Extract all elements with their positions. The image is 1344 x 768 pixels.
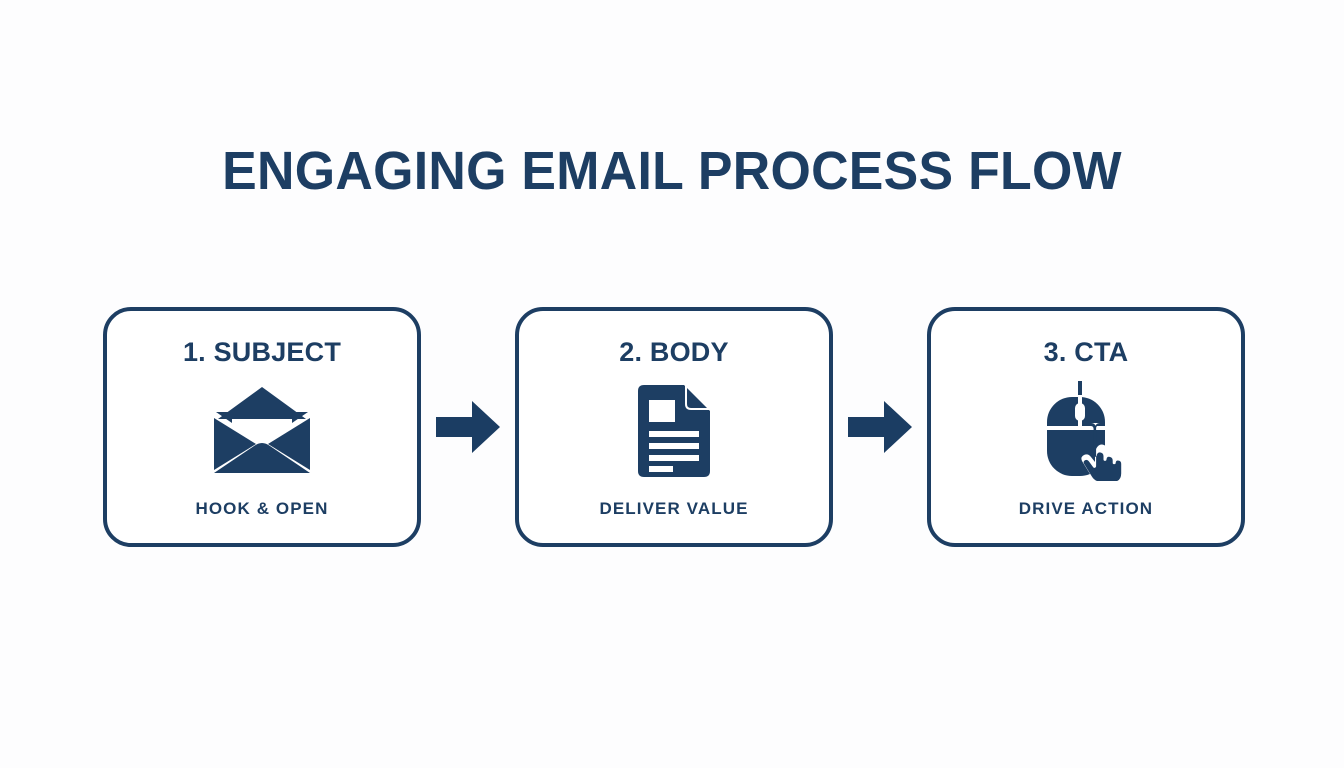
- mouse-click-hand-icon: [1047, 381, 1125, 486]
- document-page-icon: [638, 385, 710, 482]
- flow-step-body-icon-wrap: [533, 368, 815, 499]
- page-title: ENGAGING EMAIL PROCESS FLOW: [222, 141, 1122, 201]
- flow-step-cta-title: 3. CTA: [1043, 337, 1129, 367]
- flow-step-subject-icon-wrap: [121, 368, 403, 499]
- process-flow-row: 1. SUBJECT: [103, 307, 1245, 547]
- flow-step-cta[interactable]: 3. CTA: [927, 307, 1245, 547]
- arrow-right-icon: [436, 401, 500, 453]
- open-envelope-icon: [210, 385, 314, 482]
- flow-connector-2: [847, 400, 913, 454]
- flow-step-body-title: 2. BODY: [619, 337, 729, 367]
- arrow-right-icon: [848, 401, 912, 453]
- flow-step-cta-subtitle: DRIVE ACTION: [1018, 499, 1154, 518]
- flow-step-subject[interactable]: 1. SUBJECT: [103, 307, 421, 547]
- flow-step-subject-title: 1. SUBJECT: [182, 337, 342, 367]
- flow-step-body[interactable]: 2. BODY: [515, 307, 833, 547]
- flow-connector-1: [435, 400, 501, 454]
- flow-step-body-subtitle: DELIVER VALUE: [599, 499, 749, 518]
- flow-step-cta-icon-wrap: [945, 368, 1227, 499]
- flow-step-subject-subtitle: HOOK & OPEN: [195, 499, 329, 518]
